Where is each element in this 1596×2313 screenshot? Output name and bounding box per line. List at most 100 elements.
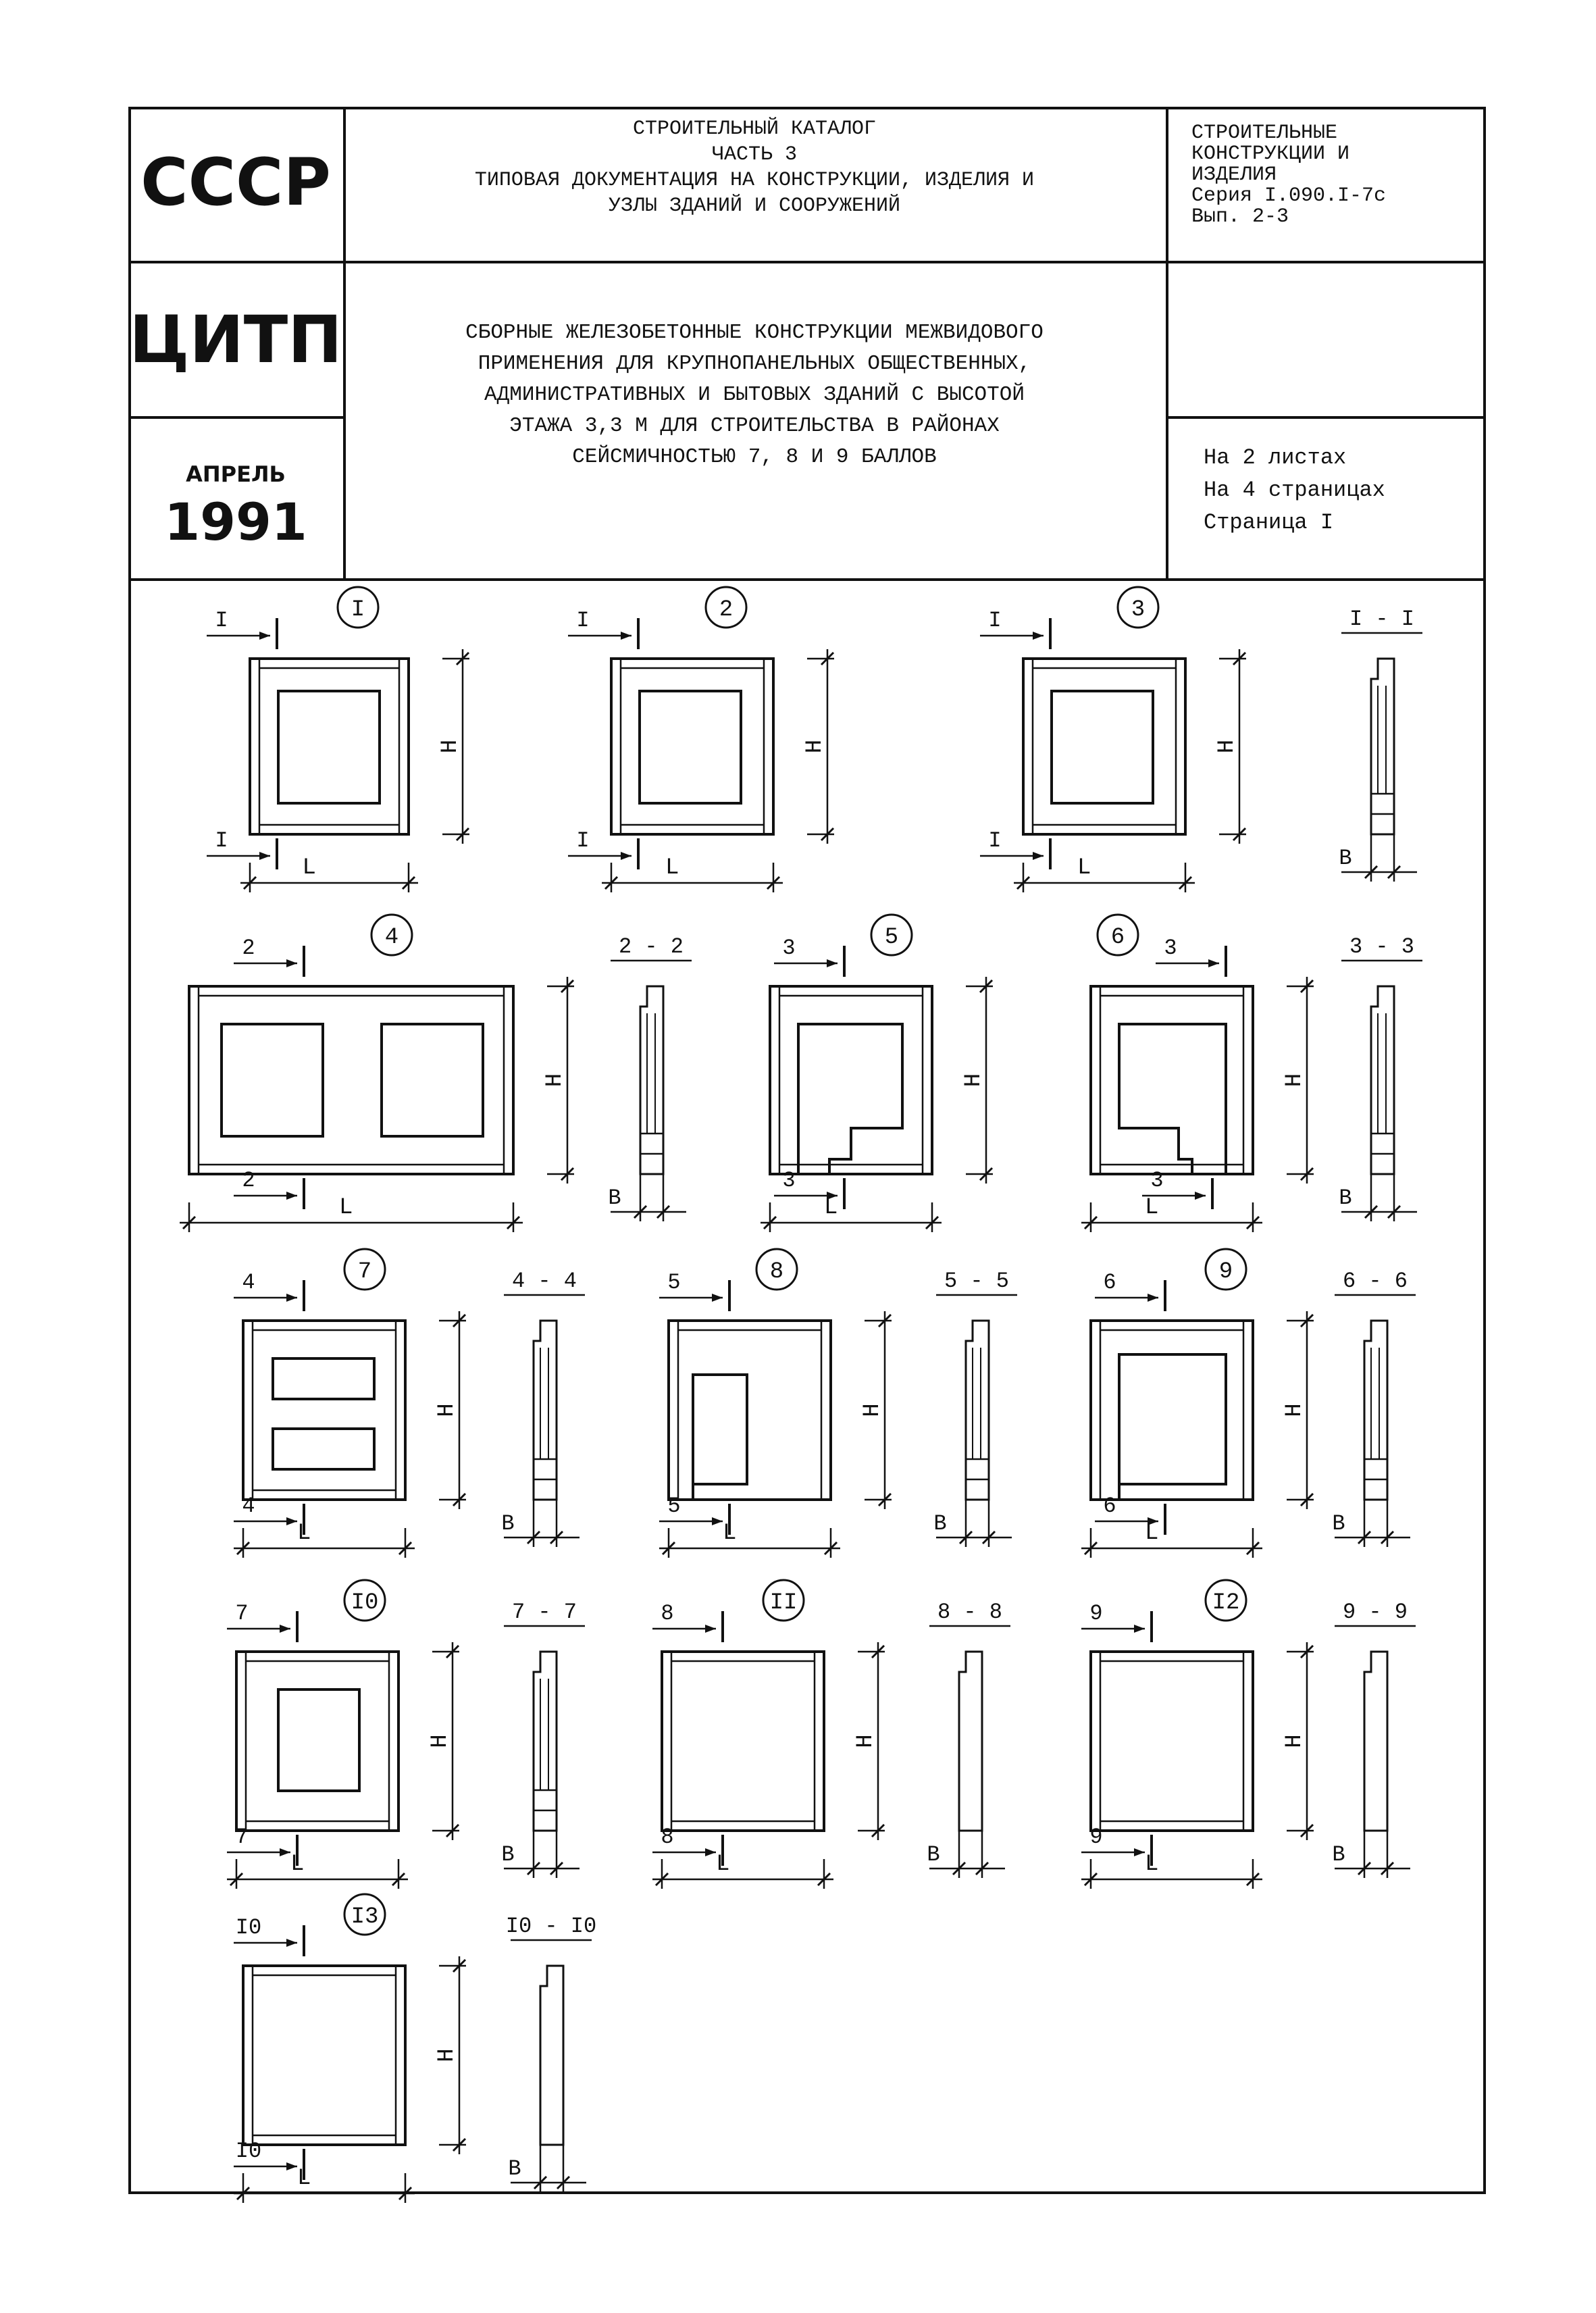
arrowhead [705, 1625, 716, 1633]
length-label: L [297, 2166, 311, 2191]
outline [639, 1132, 665, 1155]
panel-number: 8 [770, 1259, 783, 1285]
line [1364, 1204, 1379, 1219]
section-6-6: 6 - 6В [1332, 1269, 1416, 1547]
series-line: ИЗДЕЛИЯ [1191, 163, 1277, 186]
series-line: КОНСТРУКЦИИ И [1191, 143, 1350, 166]
section-label: 2 - 2 [619, 934, 684, 959]
arrowhead [1148, 1294, 1158, 1302]
outline [235, 1650, 400, 1832]
cut-label: 5 [667, 1270, 680, 1295]
cut-label: 6 [1103, 1494, 1116, 1519]
cut-label: I [215, 608, 228, 633]
panel-number: I3 [351, 1904, 379, 1930]
line [877, 1313, 892, 1328]
arrowhead [1033, 852, 1044, 860]
section-label: 3 - 3 [1349, 934, 1414, 959]
line [975, 1861, 989, 1876]
outline [610, 657, 775, 836]
cut-label: 8 [661, 1601, 673, 1626]
width-label: В [501, 1511, 514, 1536]
panel-number: 3 [1131, 597, 1145, 623]
length-label: L [303, 855, 316, 881]
line [979, 1167, 994, 1181]
line [871, 1644, 885, 1659]
line [1245, 1541, 1260, 1556]
arrowhead [621, 852, 632, 860]
line [236, 2186, 251, 2201]
length-label: L [1077, 855, 1091, 881]
section-outline [532, 1319, 558, 1501]
section-label: I - I [1349, 607, 1414, 632]
line [877, 1492, 892, 1507]
series-box: СТРОИТЕЛЬНЫЕ КОНСТРУКЦИИ И ИЗДЕЛИЯ Серия… [1191, 123, 1475, 228]
title-line: ЭТАЖА 3,3 М ДЛЯ СТРОИТЕЛЬСТВА В РАЙОНАХ [509, 414, 1000, 438]
line [1016, 875, 1031, 890]
panel-number: 9 [1219, 1259, 1233, 1285]
line [1083, 1872, 1098, 1887]
outline [277, 690, 381, 805]
line [445, 1644, 460, 1659]
outline [220, 1023, 324, 1138]
line [633, 1204, 648, 1219]
panel-number: 5 [885, 925, 898, 950]
height-label: Н [1282, 1734, 1308, 1748]
divider [1166, 107, 1168, 580]
outline [1370, 1132, 1395, 1155]
height-label: Н [438, 740, 463, 753]
length-label: L [723, 1521, 736, 1546]
number-circle [1096, 913, 1139, 957]
line [455, 827, 470, 842]
opening [1118, 1023, 1227, 1174]
panel-number: I2 [1212, 1590, 1240, 1616]
arrowhead [286, 1192, 297, 1200]
line [1357, 1861, 1372, 1876]
catalog-header: СТРОИТЕЛЬНЫЙ КАТАЛОГ ЧАСТЬ 3 ТИПОВАЯ ДОК… [346, 116, 1163, 219]
line [763, 1215, 777, 1230]
panel-number: 6 [1111, 925, 1125, 950]
panel-number: 7 [358, 1259, 371, 1285]
divider [1166, 416, 1486, 419]
arrowhead [1134, 1625, 1145, 1633]
catalog-line: ЧАСТЬ 3 [711, 143, 798, 166]
sheet-line: Страница I [1204, 510, 1334, 535]
outline [380, 1023, 484, 1138]
height-label: Н [434, 1403, 460, 1417]
line [1245, 1872, 1260, 1887]
section-outline [639, 985, 665, 1175]
series-line: СТРОИТЕЛЬНЫЕ [1191, 122, 1338, 145]
length-label: L [290, 1852, 304, 1877]
line [979, 979, 994, 994]
line [1232, 827, 1247, 842]
cut-label: I [576, 828, 589, 853]
length-label: L [297, 1521, 311, 1546]
arrowhead [286, 959, 297, 967]
line [820, 651, 835, 666]
width-label: В [608, 1186, 621, 1211]
line [401, 875, 416, 890]
line [1245, 1215, 1260, 1230]
section-label: 6 - 6 [1343, 1269, 1408, 1294]
divider [128, 416, 343, 419]
outline [242, 1964, 407, 2146]
arrowhead [1208, 959, 1219, 967]
line [398, 2186, 413, 2201]
line [560, 979, 575, 994]
length-label: L [1145, 1852, 1158, 1877]
number-circle [1204, 1579, 1247, 1622]
height-label: Н [961, 1073, 987, 1087]
outline [242, 1319, 407, 1501]
arrowhead [286, 1294, 297, 1302]
arrowhead [286, 1517, 297, 1525]
panel-number: 2 [719, 597, 733, 623]
length-label: L [339, 1195, 353, 1221]
catalog-line: УЗЛЫ ЗДАНИЙ И СООРУЖЕНИЙ [608, 195, 901, 218]
line [1299, 1313, 1314, 1328]
line [229, 1872, 244, 1887]
